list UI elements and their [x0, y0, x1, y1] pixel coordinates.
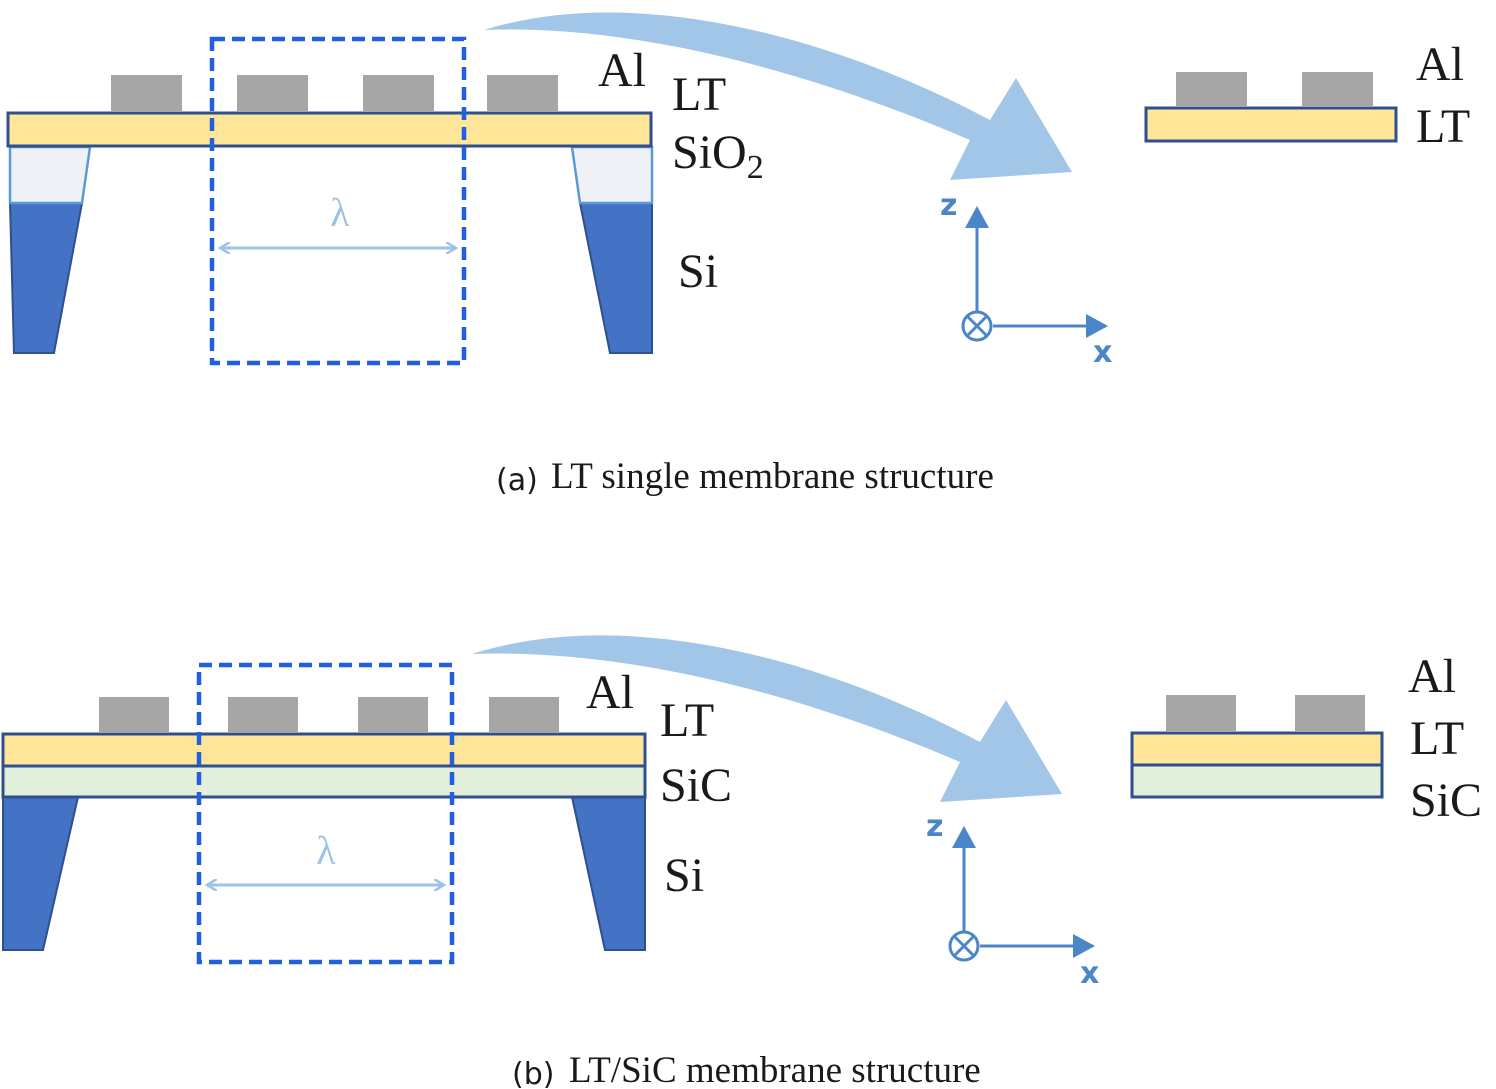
si-support-left [2, 796, 80, 951]
sio2-block-left [8, 145, 92, 205]
sic-layer [1130, 763, 1384, 799]
panel-a: λ Al LT SiO2 Si z x Al LT [6, 12, 1470, 498]
panel-a-unit-cell: Al LT [1144, 38, 1470, 153]
lt-label: LT [660, 694, 714, 747]
sio2-block-right [570, 145, 654, 205]
panel-a-device-cross-section: λ Al LT SiO2 Si [6, 36, 764, 366]
cross-mark [952, 934, 976, 958]
al-electrode [237, 75, 308, 112]
caption-tag: (b) [512, 1057, 554, 1089]
coordinate-axes: z x [926, 809, 1099, 991]
si-support-left [8, 202, 84, 354]
coordinate-axes: z x [940, 188, 1112, 370]
sic-label: SiC [1410, 774, 1482, 827]
z-axis-label: z [926, 809, 943, 844]
al-label: Al [586, 666, 634, 719]
al-label: Al [1408, 650, 1456, 703]
lt-layer [1, 732, 647, 768]
al-electrode [228, 697, 298, 733]
cross-mark [965, 314, 989, 338]
lt-layer [6, 111, 653, 148]
al-electrode [1302, 72, 1373, 107]
wavelength-label: λ [330, 190, 350, 235]
al-label: Al [1416, 38, 1464, 91]
transition-arrow [472, 635, 1062, 802]
x-axis-label: x [1093, 335, 1112, 370]
sic-layer [1, 764, 647, 799]
al-electrode [111, 75, 182, 112]
x-axis-label: x [1080, 956, 1099, 991]
al-electrode [1176, 72, 1247, 107]
panel-b-caption: (b) LT/SiC membrane structure [512, 1050, 981, 1089]
lt-label: LT [1416, 100, 1470, 153]
lt-label: LT [1410, 712, 1464, 765]
al-electrode [1295, 695, 1365, 732]
transition-arrow [484, 12, 1072, 180]
al-electrode [99, 697, 169, 733]
caption-tag: (a) [496, 463, 538, 498]
lt-layer [1130, 731, 1384, 767]
sio2-label: SiO2 [672, 126, 764, 186]
panel-b-unit-cell: Al LT SiC [1130, 650, 1482, 827]
si-label: Si [664, 849, 704, 902]
al-electrode [487, 75, 558, 112]
al-electrode [1166, 695, 1236, 732]
unit-cell-box [196, 662, 455, 965]
al-electrode [489, 697, 559, 733]
panel-b-device-cross-section: λ Al LT SiC Si [1, 662, 732, 965]
wavelength-label: λ [316, 828, 336, 873]
lt-layer [1144, 106, 1398, 143]
si-support-right [578, 202, 653, 354]
si-label: Si [678, 245, 718, 298]
caption-text: LT single membrane structure [551, 456, 994, 497]
caption-text: LT/SiC membrane structure [569, 1050, 981, 1089]
al-electrode [363, 75, 434, 112]
z-axis-label: z [940, 188, 957, 223]
si-support-right [570, 796, 646, 951]
al-label: Al [598, 44, 646, 97]
panel-b: λ Al LT SiC Si z x Al LT SiC [1, 635, 1482, 1089]
sic-label: SiC [660, 759, 732, 812]
al-electrode [358, 697, 428, 733]
panel-a-caption: (a) LT single membrane structure [496, 456, 994, 498]
unit-cell-box [209, 36, 467, 366]
lt-label: LT [672, 68, 726, 121]
